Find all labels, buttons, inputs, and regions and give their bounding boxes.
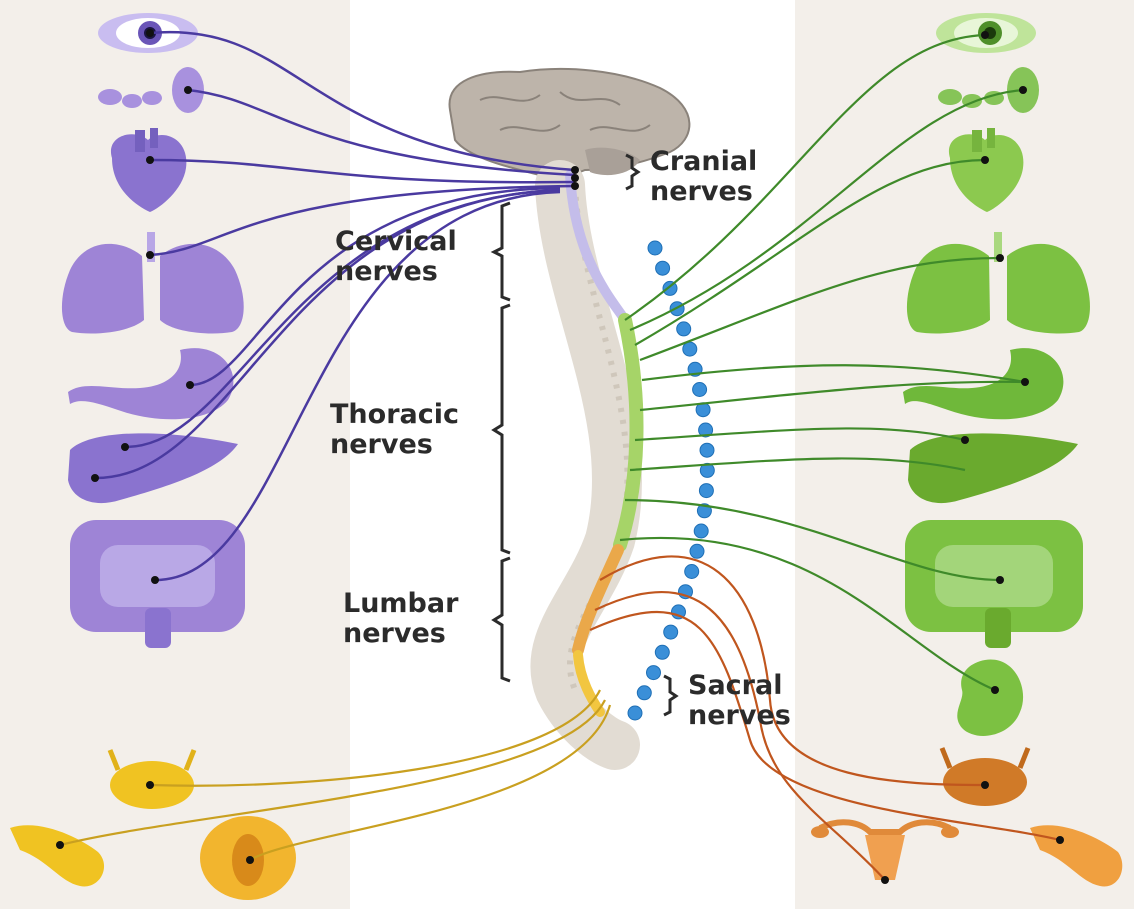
cervical-label-line2: nerves — [335, 256, 438, 287]
nerve-endpoint-dot — [146, 781, 154, 789]
ganglion-bead — [656, 261, 670, 275]
nerve-endpoint-dot — [996, 576, 1004, 584]
nerve-endpoint-dot — [146, 251, 154, 259]
nerve-endpoint-dot — [981, 31, 989, 39]
nerve-endpoint-dot — [146, 156, 154, 164]
intestines-icon — [905, 520, 1083, 648]
ganglion-bead — [628, 706, 642, 720]
ganglion-bead — [637, 686, 651, 700]
sacral-label-line1: Sacral — [688, 670, 782, 701]
thoracic-label: Thoracic nerves — [330, 305, 510, 553]
nerve-endpoint-dot — [146, 29, 154, 37]
nerve-endpoint-dot — [571, 166, 579, 174]
ganglion-bead — [648, 241, 662, 255]
ganglion-bead — [693, 383, 707, 397]
cervical-label: Cervical nerves — [335, 203, 510, 300]
cranial-label-line2: nerves — [650, 176, 753, 207]
nerve-endpoint-dot — [571, 182, 579, 190]
ganglion-bead — [700, 443, 714, 457]
nerve-endpoint-dot — [1019, 86, 1027, 94]
cranial-label-line1: Cranial — [650, 146, 757, 177]
lumbar-label-line1: Lumbar — [343, 588, 459, 619]
nerve-endpoint-dot — [571, 174, 579, 182]
nerve-endpoint-dot — [91, 474, 99, 482]
thoracic-label-line2: nerves — [330, 429, 433, 460]
nerve-endpoint-dot — [1021, 378, 1029, 386]
nerve-endpoint-dot — [184, 86, 192, 94]
nerve-endpoint-dot — [121, 443, 129, 451]
ganglion-bead — [647, 666, 661, 680]
nerve-endpoint-dot — [186, 381, 194, 389]
ganglion-bead — [664, 625, 678, 639]
thoracic-label-line1: Thoracic — [330, 399, 459, 430]
nerve-endpoint-dot — [961, 436, 969, 444]
nerve-endpoint-dot — [151, 576, 159, 584]
ganglion-bead — [683, 342, 697, 356]
nerve-endpoint-dot — [981, 781, 989, 789]
nerve-endpoint-dot — [981, 156, 989, 164]
sacral-label: Sacral nerves — [664, 670, 791, 731]
spinal-column — [555, 175, 636, 745]
lumbar-label: Lumbar nerves — [343, 558, 510, 681]
nerve-endpoint-dot — [246, 856, 254, 864]
nerve-endpoint-dot — [996, 254, 1004, 262]
ganglion-bead — [655, 645, 669, 659]
ganglion-bead — [694, 524, 708, 538]
ganglion-bead — [685, 565, 699, 579]
cervical-label-line1: Cervical — [335, 226, 457, 257]
sacral-label-line2: nerves — [688, 700, 791, 731]
intestines-icon — [70, 520, 245, 648]
ganglion-bead — [699, 484, 713, 498]
nerve-endpoint-dot — [1056, 836, 1064, 844]
nerve-endpoint-dot — [56, 841, 64, 849]
nerve-endpoint-dot — [991, 686, 999, 694]
ganglion-bead — [690, 544, 704, 558]
lumbar-label-line2: nerves — [343, 618, 446, 649]
nerve-endpoint-dot — [881, 876, 889, 884]
ganglion-bead — [677, 322, 691, 336]
